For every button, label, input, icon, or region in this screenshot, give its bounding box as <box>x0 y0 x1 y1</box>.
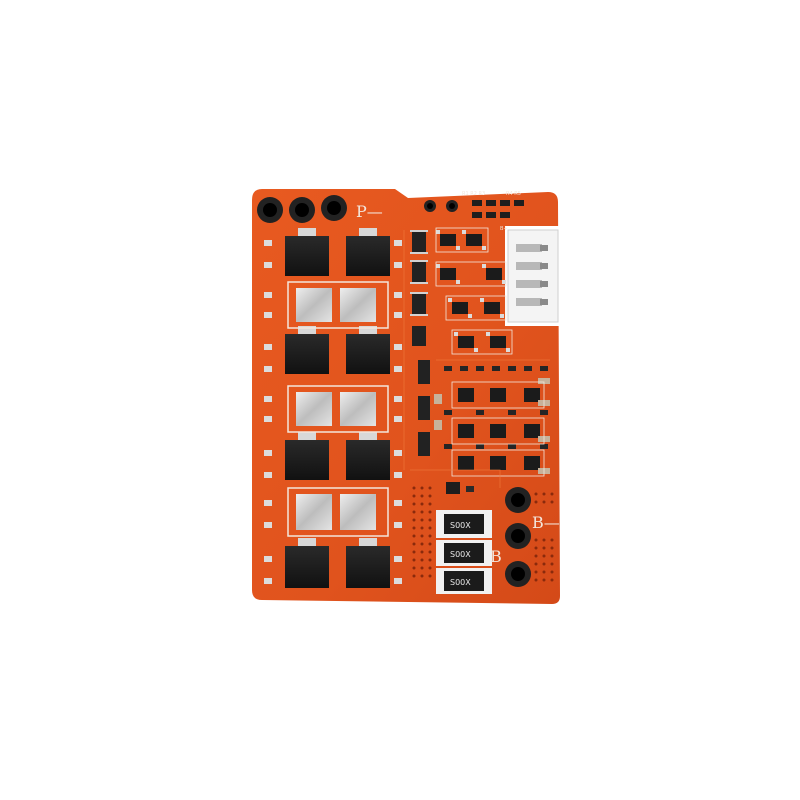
mosfet <box>346 440 390 480</box>
mosfet <box>346 546 390 588</box>
shunt-resistors: S00X S00X S00X <box>436 510 492 594</box>
shunt-label-2: S00X <box>450 550 471 559</box>
label-b-minus: B— <box>532 513 560 532</box>
svg-text:R1 R2 R3: R1 R2 R3 <box>462 191 485 197</box>
connector-pins <box>516 244 542 306</box>
mosfet <box>285 236 329 276</box>
label-p-minus: P— <box>356 202 383 221</box>
shunt-label-3: S00X <box>450 578 471 587</box>
label-b-mid: B <box>490 547 502 566</box>
b-minus-holes <box>505 487 531 587</box>
mosfet-array <box>285 228 390 588</box>
p-minus-holes <box>257 195 347 223</box>
smd-components: R1 R2 R3 R4 R5 B+ <box>410 191 550 477</box>
mosfet <box>285 334 329 374</box>
shunt-label-1: S00X <box>450 521 471 530</box>
mosfet <box>285 546 329 588</box>
via-grid <box>412 486 554 582</box>
mosfet <box>346 236 390 276</box>
mosfet <box>346 334 390 374</box>
side-pads <box>264 240 402 584</box>
thermal-pads <box>287 281 389 537</box>
svg-text:R4 R5: R4 R5 <box>506 191 521 197</box>
mosfet <box>285 440 329 480</box>
label-b-plus: B+ <box>500 226 508 232</box>
